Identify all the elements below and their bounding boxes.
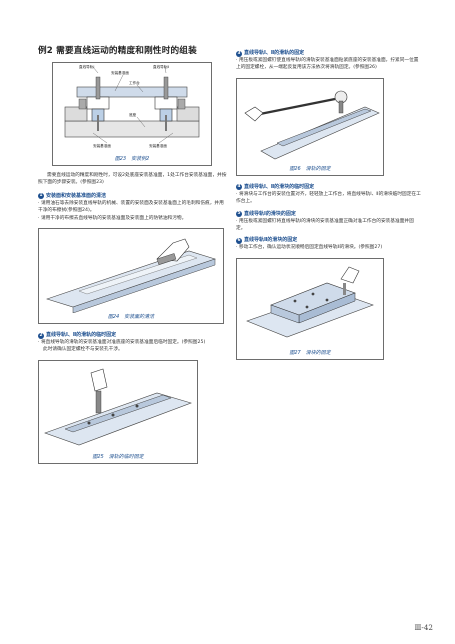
figure-26: 图26 滑轨的固定: [236, 77, 384, 176]
figure-23: 直线导轨Ⅰ 安装基准面 直线导轨Ⅱ 工作台 底座 安装基准面 安装基准面 图23…: [52, 62, 212, 166]
section-title: 例2 需要直线运动的精度和刚性时的组装: [38, 46, 197, 56]
step-1-line-1: · 请用油石等去除安装直线导轨的机械、装置的安装面及安装基准面上的毛刺和伤痕，并…: [38, 200, 224, 214]
label-rail-1: 直线导轨Ⅰ: [79, 64, 94, 69]
step-1-line-2: · 请用干净的布擦去直线导轨的安装基准面及安装面上的防锈油和污物。: [38, 215, 187, 221]
rail-temporary-fix-drawing: [44, 368, 192, 446]
page-number: Ⅲ-42: [414, 623, 433, 632]
step-2-line-1: · 将直线导轨的滑轨的安装基准面对准底座的安装基准面后临时固定。(参照图25): [38, 340, 206, 346]
figure-27: 图27 滑块的固定: [236, 257, 384, 360]
step-4-title: 直线导轨Ⅰ、Ⅱ的滑块的临时固定: [244, 183, 315, 190]
mounting-example-drawing: 直线导轨Ⅰ 安装基准面 直线导轨Ⅱ 工作台 底座 安装基准面 安装基准面: [64, 64, 200, 148]
step-1-title: 安装面和安装基准面的清洁: [46, 192, 107, 199]
figure-26-caption: 图26 滑轨的固定: [289, 165, 331, 172]
step-4-line-1: · 将滑块与工作台的安装位置对齐，轻轻放上工作台，将直线导轨Ⅰ、Ⅱ的滑块临时固定…: [236, 191, 421, 205]
step-1-number: 1: [38, 193, 44, 200]
step-3-line-1: · 用压板或紧固螺钉使直线导轨Ⅰ的滑轨安装基准面贴紧底座的安装基准面，拧紧同一位…: [236, 58, 419, 71]
step-2-number: 2: [38, 332, 44, 339]
step-3-number: 3: [236, 50, 242, 57]
step-6-number: 6: [236, 237, 242, 244]
step-6-title: 直线导轨Ⅱ的滑块的固定: [244, 237, 298, 244]
block-fixing-drawing: [246, 266, 374, 338]
label-table: 工作台: [129, 80, 140, 85]
step-5-title: 直线导轨Ⅰ的滑块的固定: [244, 210, 296, 217]
step-3-title: 直线导轨Ⅰ、Ⅱ的滑轨的固定: [244, 50, 305, 56]
surface-cleaning-drawing: [46, 238, 216, 314]
label-base: 底座: [129, 112, 137, 117]
rail-fixing-drawing: [244, 90, 380, 160]
label-mount-face-c: 安装基准面: [149, 143, 167, 148]
figure-25: 图25 滑轨的临时固定: [38, 359, 198, 464]
step-5-line-1: · 用压板或紧固螺钉将直线导轨Ⅰ的滑块的安装基准面正确对准工作台的安装基准面并固…: [236, 218, 414, 232]
figure-27-caption: 图27 滑块的固定: [289, 349, 331, 356]
figure-25-caption: 图25 滑轨的临时固定: [92, 453, 144, 460]
step-4-number: 4: [236, 184, 242, 191]
figure-24: 图24 安装面的清洁: [38, 228, 224, 325]
figure-24-caption: 图24 安装面的清洁: [107, 314, 155, 321]
step-6-line-1: · 移动工作台，确认运动状况顺畅后固定直线导轨Ⅱ的滑块。(参照图27): [236, 245, 383, 251]
step-2-title: 直线导轨Ⅰ、Ⅱ的滑轨的临时固定: [46, 332, 117, 339]
intro-paragraph: 需要直线运动的精度和刚性时，可设2处底座安装基准面，1处工作台安装基准面，并按照…: [38, 173, 227, 186]
left-column: 例2 需要直线运动的精度和刚性时的组装: [38, 44, 228, 464]
label-rail-2: 直线导轨Ⅱ: [153, 64, 169, 69]
step-2-line-2: 此时请确认固定螺栓不与安装孔干涉。: [43, 347, 123, 353]
step-5-number: 5: [236, 211, 242, 218]
label-mount-face-b: 安装基准面: [93, 143, 111, 148]
label-mount-face: 安装基准面: [111, 70, 129, 75]
figure-23-caption: 图23 安装例2: [114, 156, 150, 162]
